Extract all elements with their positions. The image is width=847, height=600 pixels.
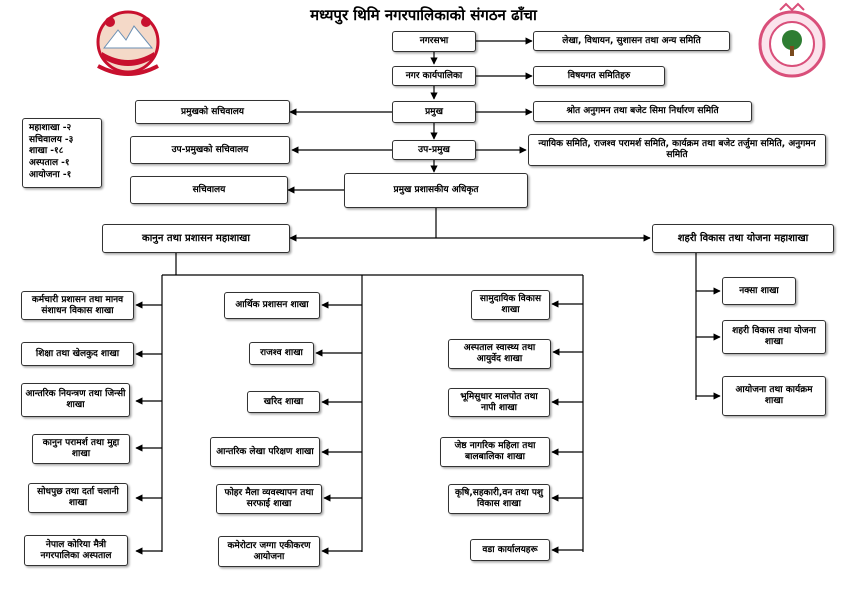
municipality-seal-icon bbox=[758, 2, 826, 78]
branch-aayojana: आयोजना तथा कार्यक्रम शाखा bbox=[722, 376, 826, 416]
branch-sodhpuchh: सोधपुछ तथा दर्ता चलानी शाखा bbox=[28, 483, 128, 513]
legend-item: शाखा -१८ bbox=[29, 146, 64, 157]
node-nyayik-samiti: न्यायिक समिति, राजश्व परामर्श समिति, कार… bbox=[528, 134, 826, 166]
nepal-emblem-icon bbox=[96, 10, 160, 76]
branch-antarik-niyantran: आन्तरिक नियन्त्रण तथा जिन्सी शाखा bbox=[21, 383, 130, 417]
node-bisayagat-samiti: विषयगत समितिहरु bbox=[533, 66, 665, 86]
summary-legend: महाशाखा -२ सचिवालय -३ शाखा -१८ अस्पताल -… bbox=[22, 118, 102, 188]
branch-rajashwa: राजश्व शाखा bbox=[249, 342, 314, 365]
branch-kharid: खरिद शाखा bbox=[247, 391, 320, 413]
legend-item: आयोजना -१ bbox=[29, 169, 72, 180]
branch-naksha: नक्सा शाखा bbox=[722, 277, 796, 305]
legend-item: महाशाखा -२ bbox=[29, 123, 72, 133]
legend-item: अस्पताल -१ bbox=[29, 158, 70, 169]
branch-wada-karyalaya: वडा कार्यालयहरू bbox=[470, 539, 550, 561]
node-pramukh-sachiwalaya: प्रमुखको सचिवालय bbox=[135, 100, 290, 124]
node-kanun-mahashakha: कानुन तथा प्रशासन महाशाखा bbox=[102, 224, 290, 253]
node-nagarsabha: नगरसभा bbox=[392, 31, 476, 52]
node-uppramukh: उप-प्रमुख bbox=[392, 140, 476, 160]
branch-jeshtha-nagarik: जेष्ठ नागरिक महिला तथा बालबालिका शाखा bbox=[440, 437, 550, 467]
branch-aspatal-swasthya: अस्पताल स्वास्थ्य तथा आयुर्वेद शाखा bbox=[448, 339, 551, 369]
node-shahari-mahashakha: शहरी विकास तथा योजना महाशाखा bbox=[652, 224, 834, 253]
branch-antarik-lekha: आन्तरिक लेखा परिक्षण शाखा bbox=[210, 437, 320, 467]
node-lekha-samiti: लेखा, विधायन, सुशासन तथा अन्य समिति bbox=[533, 31, 730, 51]
branch-kanun-paramarsha: कानुन परामर्श तथा मुद्दा शाखा bbox=[32, 434, 130, 464]
node-cao: प्रमुख प्रशासकीय अधिकृत bbox=[344, 173, 528, 208]
branch-bhumisudhar: भूमिसुधार मालपोत तथा नापी शाखा bbox=[448, 388, 550, 417]
branch-arthik-prashasan: आर्थिक प्रशासन शाखा bbox=[224, 292, 320, 319]
branch-samudayik-bikas: सामुदायिक विकास शाखा bbox=[471, 290, 550, 320]
branch-shahari-bikas: शहरी विकास तथा योजना शाखा bbox=[722, 320, 826, 354]
node-sachiwalaya: सचिवालय bbox=[130, 176, 288, 204]
branch-kamerotar: कमेरोटार जग्गा एकीकरण आयोजना bbox=[218, 536, 320, 567]
branch-fohor-maila: फोहर मैला व्यवस्थापन तथा सरफाई शाखा bbox=[216, 484, 322, 514]
node-nagar-karyapalika: नगर कार्यपालिका bbox=[392, 66, 476, 86]
branch-shiksha: शिक्षा तथा खेलकुद शाखा bbox=[21, 342, 134, 366]
node-uppramukh-sachiwalaya: उप-प्रमुखको सचिवालय bbox=[130, 136, 290, 164]
node-shrot-samiti: श्रोत अनुगमन तथा बजेट सिमा निर्धारण समित… bbox=[533, 101, 752, 122]
branch-aspatal: नेपाल कोरिया मैत्री नगरपालिका अस्पताल bbox=[24, 535, 128, 566]
legend-item: सचिवालय -३ bbox=[29, 134, 74, 145]
page-title: मध्यपुर थिमि नगरपालिकाको संगठन ढाँचा bbox=[310, 6, 537, 24]
branch-krishi: कृषि,सहकारी,वन तथा पशु विकास शाखा bbox=[448, 484, 550, 514]
branch-karmachari: कर्मचारी प्रशासन तथा मानव संशाधन विकास श… bbox=[21, 291, 134, 320]
node-pramukh: प्रमुख bbox=[392, 101, 476, 123]
